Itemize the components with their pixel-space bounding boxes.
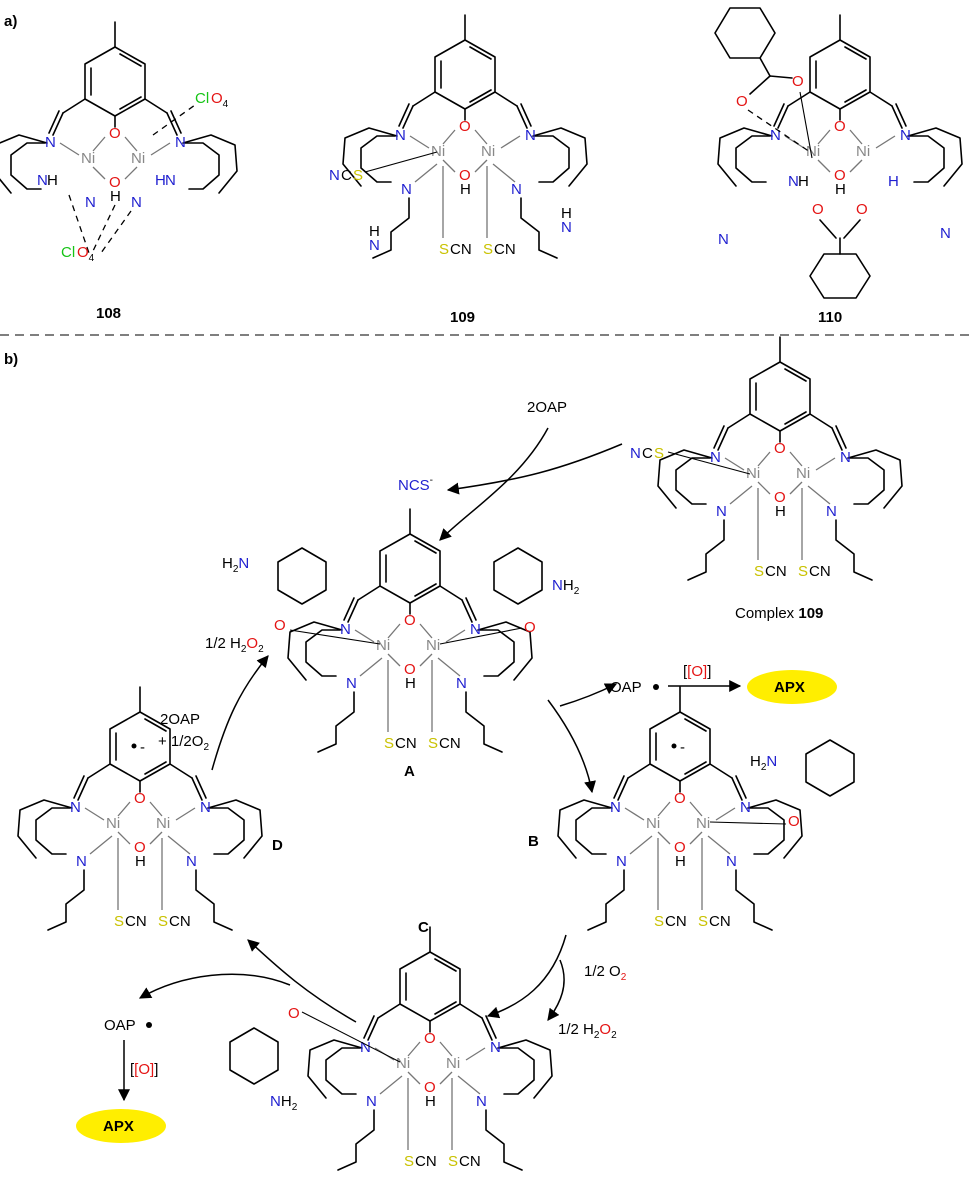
apx-right: APX	[774, 679, 805, 696]
arrow-oap-release-right	[559, 683, 618, 707]
svg-text:N: N	[165, 172, 176, 189]
reagent-plus-half-o2: + 1/2O2	[158, 733, 209, 753]
structure-B: - H2N O	[557, 686, 855, 931]
svg-text:Cl: Cl	[61, 244, 75, 261]
svg-text:O: O	[788, 813, 800, 830]
arrow-C-to-D	[247, 939, 357, 1023]
panel-a-label: a)	[4, 13, 17, 30]
svg-text:S: S	[353, 167, 363, 184]
reagent-half-o2-bottom: 1/2 O2	[584, 963, 627, 983]
radical-dot-left	[146, 1022, 152, 1028]
svg-text:N: N	[630, 445, 641, 462]
svg-text:Cl: Cl	[195, 90, 209, 107]
svg-text:N: N	[718, 231, 729, 248]
structure-109: N C S H N H N	[329, 14, 588, 259]
radical-dot-right	[653, 684, 659, 690]
arrow-A-to-B	[547, 699, 596, 794]
label-109: 109	[450, 309, 475, 326]
svg-text:H: H	[47, 172, 58, 189]
svg-text:N: N	[369, 237, 380, 254]
structure-A: H2N O NH2 O	[222, 508, 580, 753]
svg-text:N: N	[561, 219, 572, 236]
label-108: 108	[96, 305, 121, 322]
label-C: C	[418, 919, 429, 936]
svg-text:O: O	[812, 201, 824, 218]
svg-text:S: S	[654, 445, 664, 462]
structure-108: N H H N N N Cl O4 Cl O4	[0, 21, 238, 264]
arrow-B-to-C	[486, 934, 567, 1019]
oap-radical-right: OAP	[610, 679, 642, 696]
svg-text:O4: O4	[211, 90, 229, 110]
structure-C: O NH2	[229, 926, 553, 1171]
apx-left: APX	[103, 1118, 134, 1135]
arrow-D-to-A	[211, 655, 269, 771]
structure-D: -	[17, 686, 263, 931]
label-110: 110	[818, 309, 842, 326]
oxidant-right: [[O]]	[683, 663, 711, 680]
apx-badge-right	[747, 670, 837, 704]
svg-text:O: O	[274, 617, 286, 634]
svg-text:N: N	[788, 173, 799, 190]
svg-text:NH2: NH2	[270, 1093, 298, 1113]
svg-text:O: O	[792, 73, 804, 90]
svg-text:N: N	[85, 194, 96, 211]
reagent-half-h2o2-left: 1/2 H2O2	[205, 635, 264, 655]
svg-text:O: O	[736, 93, 748, 110]
arrow-h2o2-release	[547, 959, 565, 1021]
svg-text:H: H	[798, 173, 809, 190]
svg-text:N: N	[131, 194, 142, 211]
arrow-to-A	[439, 427, 549, 541]
complex-109-caption: Complex 109	[735, 605, 823, 622]
svg-text:H: H	[561, 205, 572, 222]
arrow-ncs-release	[446, 443, 623, 495]
arrow-oap-release-left	[138, 973, 291, 999]
svg-text:NH2: NH2	[552, 577, 580, 597]
structure-110: O O O O N H H N N	[714, 7, 963, 299]
svg-text:O4: O4	[77, 244, 95, 264]
svg-text:N: N	[329, 167, 340, 184]
oap-radical-left: OAP	[104, 1017, 136, 1034]
label-B: B	[528, 833, 539, 850]
reagent-2oap-top: 2OAP	[527, 399, 567, 416]
apx-badge-left	[76, 1109, 166, 1143]
svg-text:H: H	[369, 223, 380, 240]
svg-text:H2N: H2N	[222, 555, 249, 575]
svg-text:O: O	[288, 1005, 300, 1022]
reagent-half-h2o2-bottom: 1/2 H2O2	[558, 1021, 617, 1041]
svg-text:O: O	[856, 201, 868, 218]
svg-text:-: -	[680, 739, 685, 756]
reagent-2oap-left: 2OAP	[160, 711, 200, 728]
panel-b-label: b)	[4, 351, 18, 368]
oxidant-left: [[O]]	[130, 1061, 158, 1078]
svg-text:H: H	[888, 173, 899, 190]
svg-text:O: O	[524, 619, 536, 636]
label-A: A	[404, 763, 415, 780]
svg-text:N: N	[37, 172, 48, 189]
label-D: D	[272, 837, 283, 854]
svg-text:-: -	[140, 739, 145, 756]
svg-text:C: C	[341, 167, 352, 184]
svg-text:H2N: H2N	[750, 753, 777, 773]
ncs-leaving: NCS-	[398, 475, 433, 494]
svg-text:N: N	[940, 225, 951, 242]
structure-complex-109: N C S	[630, 336, 903, 581]
svg-text:C: C	[642, 445, 653, 462]
svg-text:H: H	[155, 172, 166, 189]
